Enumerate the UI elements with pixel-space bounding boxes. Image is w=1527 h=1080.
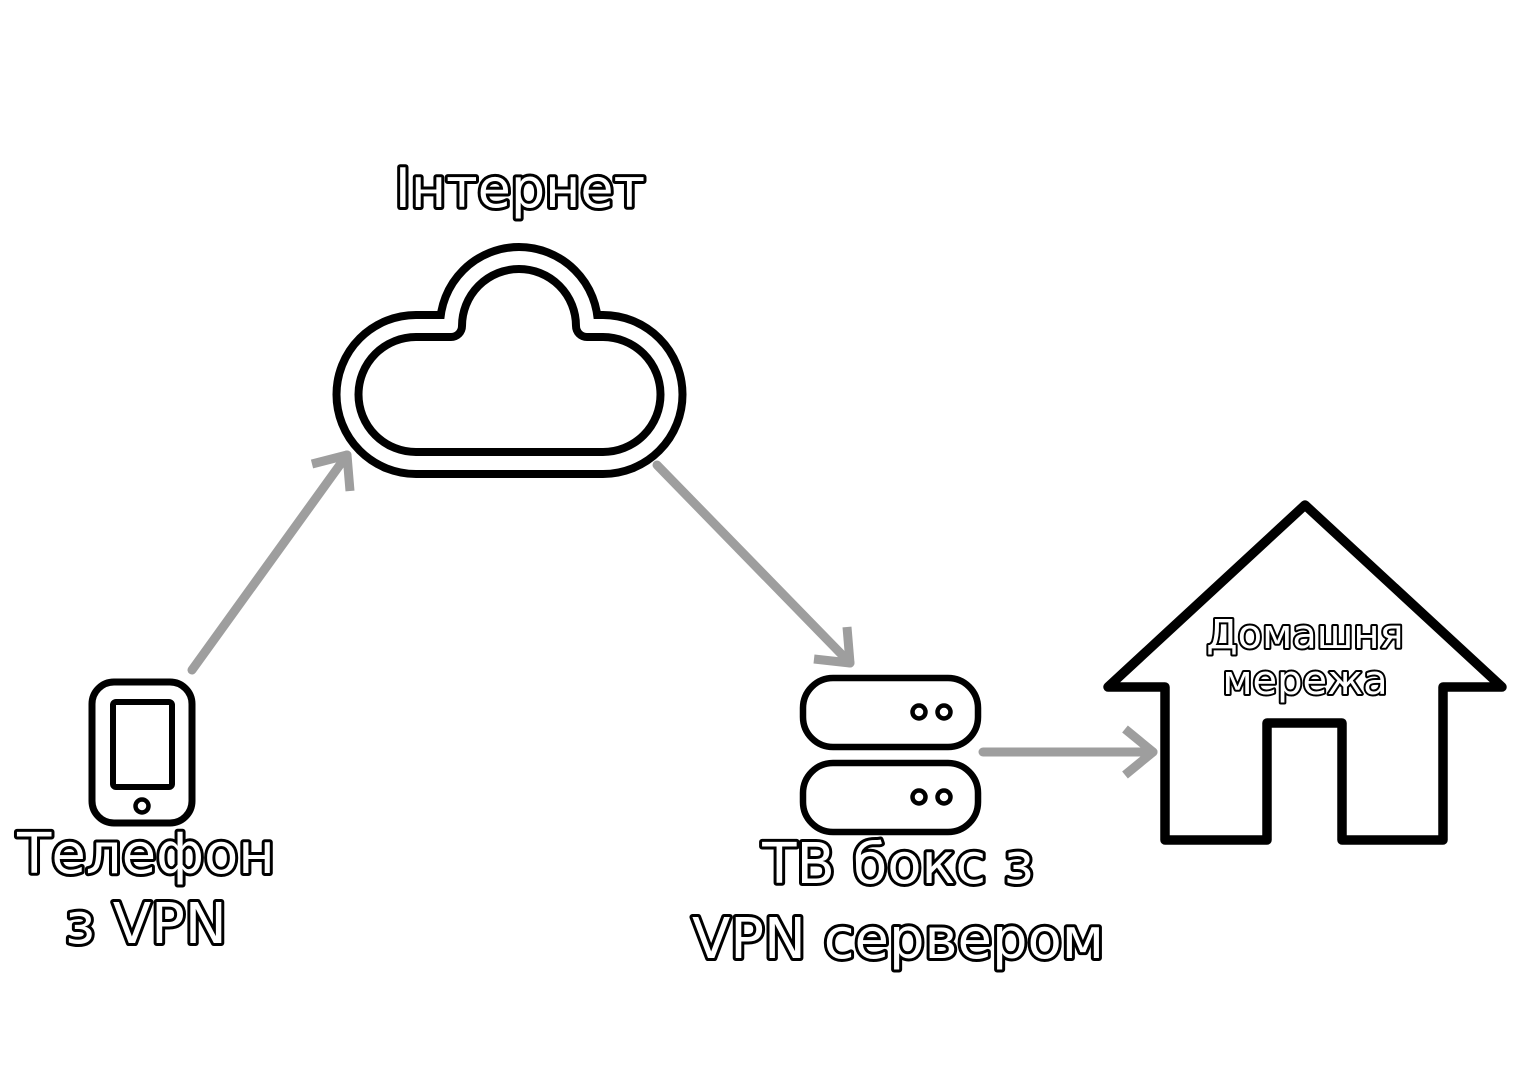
- tvbox-label-line1: ТВ бокс з: [761, 832, 1033, 897]
- smartphone-icon: [88, 678, 196, 827]
- tvbox-label-line2: VPN сервером: [692, 907, 1104, 972]
- house-icon: [1103, 500, 1507, 845]
- tvbox-label: ТВ бокс з VPN сервером: [689, 829, 1107, 975]
- internet-label: Інтернет: [392, 154, 648, 223]
- arrow-tvbox-to-home: [978, 725, 1158, 779]
- arrow-internet-to-tvbox: [652, 460, 855, 668]
- phone-label-line2: з VPN: [65, 892, 227, 957]
- cloud-icon: [332, 243, 687, 478]
- home-label-line2: мережа: [1222, 658, 1387, 704]
- home-label-line1: Домашня: [1206, 612, 1403, 658]
- arrow-phone-to-internet: [187, 450, 355, 675]
- phone-label-line1: Телефон: [16, 822, 275, 887]
- server-stack-icon: [799, 674, 982, 836]
- phone-label: Телефон з VPN: [13, 819, 278, 960]
- phone-home-button: [133, 797, 151, 815]
- home-label: Домашня мережа: [1204, 610, 1405, 706]
- internet-label-text: Інтернет: [395, 157, 645, 220]
